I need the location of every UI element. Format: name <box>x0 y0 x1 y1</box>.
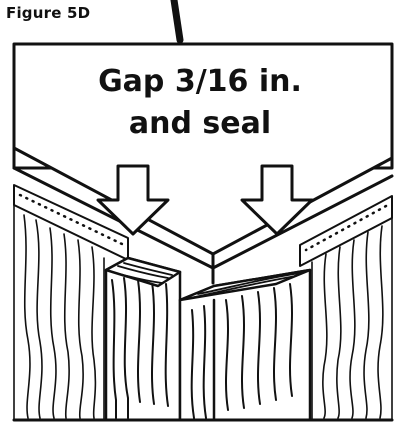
callout-line-1: Gap 3/16 in. <box>98 64 302 99</box>
callout-frame <box>12 42 394 170</box>
down-arrow-icon <box>96 164 170 236</box>
down-arrow-icon <box>240 164 314 236</box>
right-board-endgrain <box>178 268 312 302</box>
pointer-line <box>170 0 184 44</box>
left-board-endgrain <box>104 256 182 288</box>
soffit-edge-right <box>211 174 394 270</box>
soffit-edge-left <box>12 166 215 270</box>
left-wall-siding <box>13 204 105 421</box>
callout-line-2: and seal <box>128 106 272 141</box>
right-wall-sheathing <box>299 195 393 267</box>
figure-label: Figure 5D <box>6 4 91 22</box>
right-corner-board <box>178 268 312 422</box>
